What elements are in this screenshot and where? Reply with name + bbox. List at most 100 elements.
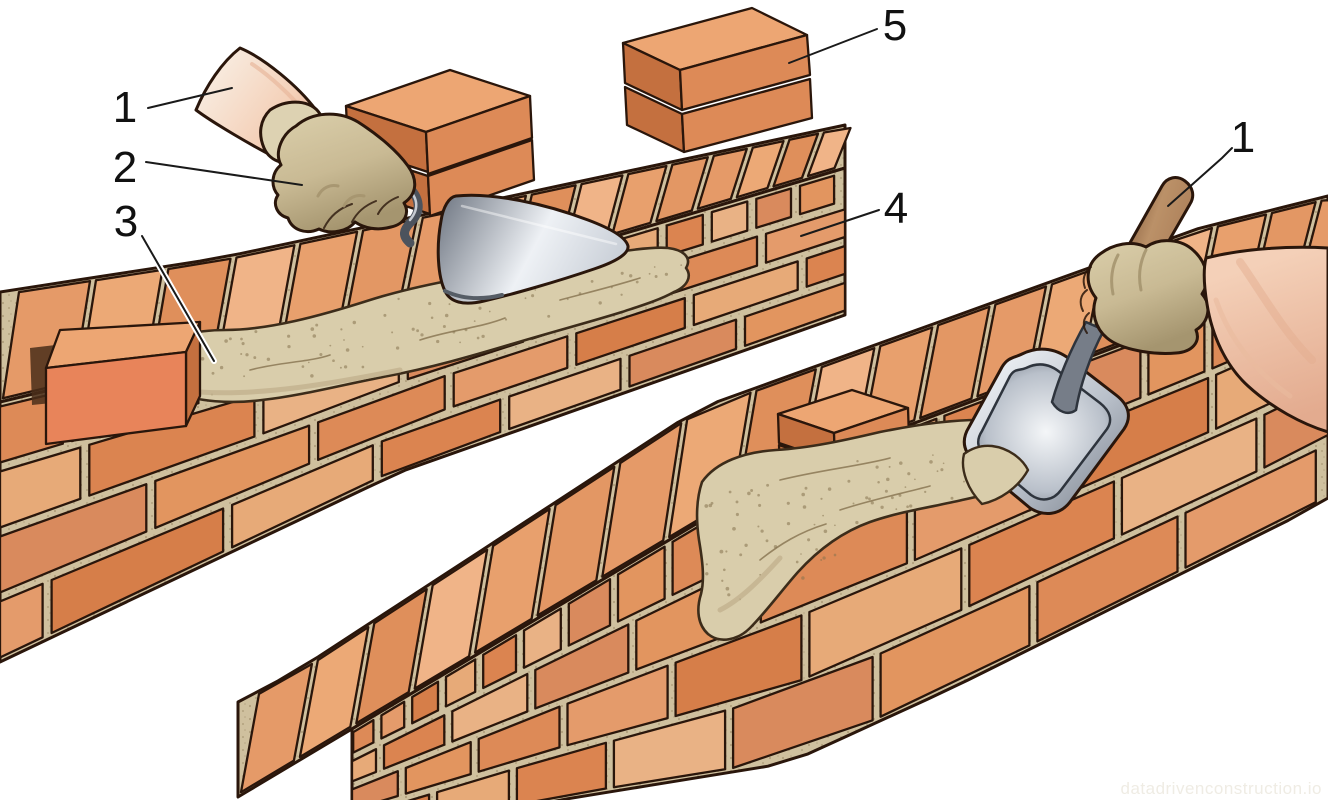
brick-top [611, 164, 668, 236]
mortar-speckle [228, 337, 232, 341]
mortar-speckle [488, 310, 491, 313]
mortar-speckle [310, 374, 314, 378]
mortar-speckle [301, 365, 305, 368]
mortar-speckle [815, 548, 818, 551]
mortar-speckle [547, 314, 551, 318]
glove-finger-lines [323, 196, 399, 229]
mortar-speckle [312, 334, 317, 338]
brick [616, 545, 666, 623]
mortar-speckle [800, 553, 802, 555]
mortar-speckle [875, 465, 879, 469]
mortar-speckle [932, 454, 934, 456]
brick [1184, 449, 1317, 569]
mortar-crack-right [759, 457, 931, 561]
brick [350, 770, 399, 800]
scoop-shank [1050, 320, 1106, 414]
label-2: 2 [113, 143, 137, 192]
leader-line-3 [141, 235, 215, 362]
brick [628, 318, 738, 388]
mortar-speckle [345, 348, 350, 352]
mortar-speckle [481, 334, 485, 339]
mortar-speckle [735, 512, 739, 517]
mortar-speckle [750, 489, 754, 492]
mortar-speckle [807, 538, 811, 542]
brick [444, 658, 477, 708]
mortar-speckle [802, 505, 807, 509]
mortar-speckle [420, 333, 424, 337]
brick [879, 584, 1031, 718]
mortar-speckle [820, 559, 823, 561]
mortar-speckle [758, 503, 762, 507]
brick [731, 655, 874, 770]
brick-stack-a-right [424, 94, 534, 176]
brick-top [919, 305, 991, 420]
mortar-speckle [899, 461, 903, 465]
mortar-speckle [795, 560, 799, 564]
mortar-speckle [847, 479, 851, 483]
mortar-speckle [906, 505, 909, 509]
mortar-speckle [343, 339, 345, 341]
mortar-speckle [590, 280, 594, 283]
mortar-speckle [721, 579, 724, 582]
brick [808, 547, 963, 678]
mortar-speckle [629, 274, 633, 278]
brick [0, 446, 82, 529]
mortar-speckle [224, 339, 228, 343]
mortar-speckle [801, 492, 806, 497]
laid-brick-front [44, 350, 188, 446]
mortar-speckle [708, 503, 713, 508]
mortar-speckle [877, 480, 880, 484]
forearm-shading-right-2 [1213, 297, 1293, 399]
mortar-speckle [804, 486, 808, 490]
mortar-speckle [383, 313, 387, 317]
forearm-shading-right [1236, 258, 1316, 364]
brick-top [536, 465, 616, 617]
mortar-speckle [834, 524, 836, 527]
mortar-speckle [822, 556, 826, 560]
brick [575, 296, 686, 366]
mortar-speckle [648, 272, 651, 275]
mortar-speckle [833, 553, 837, 557]
brick [0, 483, 148, 594]
right-hand-and-scoop [961, 176, 1328, 515]
mortar-speckle [307, 361, 310, 364]
mortar-speckle [823, 529, 828, 534]
mortar-speckle [266, 357, 271, 362]
mortar-speckle [725, 550, 728, 553]
brick-top [696, 147, 748, 210]
mortar-speckle [914, 478, 916, 481]
mortar-speckle [459, 341, 461, 344]
brick [407, 793, 431, 800]
glove-knuckle-lines [316, 184, 366, 208]
mortar-speckle [315, 323, 319, 327]
mortar-speckle [822, 514, 824, 517]
brick-top [806, 126, 852, 178]
mortar-speckle [524, 297, 527, 300]
mortar-speckle [963, 480, 965, 483]
brick [522, 607, 562, 669]
mortar-speckle [855, 520, 859, 525]
mortar-speckle [884, 489, 888, 493]
mortar-speckle [444, 313, 449, 318]
mortar-speckle [870, 501, 874, 505]
mortar-speckle [653, 266, 656, 268]
mortar-speckle [635, 280, 639, 284]
brick [411, 680, 440, 725]
mortar-speckle [332, 359, 335, 363]
mortar-speckle [936, 470, 939, 473]
brick [665, 213, 704, 257]
mortar-speckle [727, 593, 731, 597]
mortar-speckle [620, 271, 624, 275]
mortar-speckle [865, 496, 869, 500]
brick-stack-b-right [678, 33, 812, 112]
mortar-speckle [886, 477, 890, 482]
mortar-speckle [243, 375, 246, 378]
mortar-speckle [680, 264, 683, 266]
brick [692, 260, 799, 327]
mortar-speckle [732, 526, 736, 531]
brick [404, 740, 472, 795]
watermark-text: datadrivenconstruction.io [1120, 779, 1322, 798]
mortar-speckle [620, 293, 623, 296]
mortar-speckle [254, 330, 258, 334]
brick-stack-b2-right [680, 77, 814, 154]
